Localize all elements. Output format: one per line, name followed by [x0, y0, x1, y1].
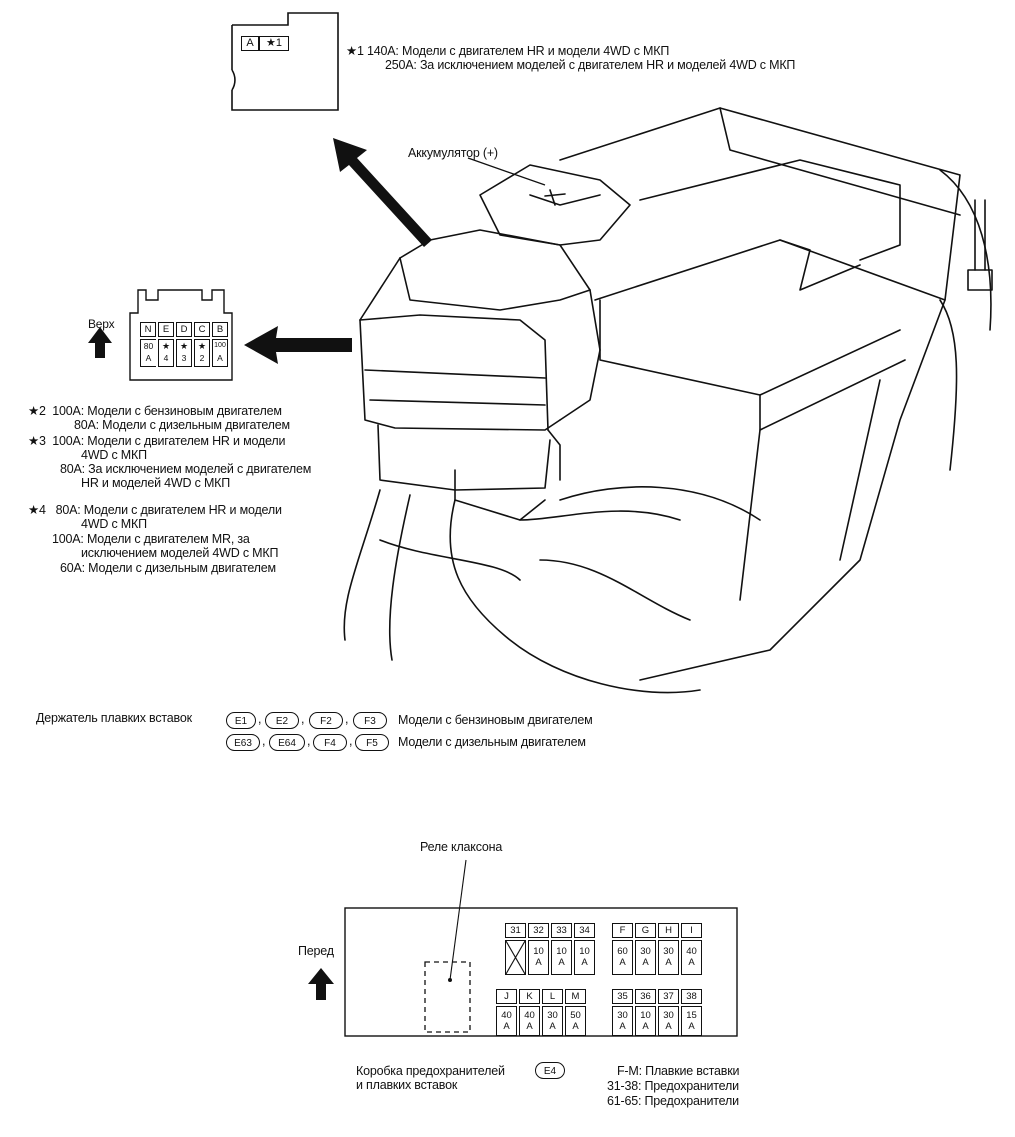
note-line: исключением моделей 4WD с МКП	[81, 546, 279, 560]
fuse-value: 30 A	[542, 1006, 563, 1036]
fuse-box-caption-line2: и плавких вставок	[356, 1078, 458, 1092]
horn-relay-label: Реле клаксона	[420, 840, 503, 854]
side-connector-value: 100 A	[212, 339, 228, 367]
fuse-header: J	[496, 989, 517, 1004]
fuse-value: 40 A	[519, 1006, 540, 1036]
comma: ,	[345, 712, 349, 726]
side-connector-header: C	[194, 322, 210, 337]
comma: ,	[301, 712, 305, 726]
empty-slot-cross-icon	[506, 941, 525, 974]
note-star1-line2: 250A: За исключением моделей с двигателе…	[385, 58, 796, 72]
fuse-value: 40 A	[681, 940, 702, 975]
fuse-header: 34	[574, 923, 595, 938]
fuse-header: 35	[612, 989, 633, 1004]
fuse-holder-row2-text: Модели с дизельным двигателем	[398, 735, 586, 749]
fuse-value: 10 A	[528, 940, 549, 975]
fuse-box-code: E4	[535, 1062, 565, 1079]
side-connector-value-top: 100	[214, 342, 226, 349]
fuse-value: 10 A	[635, 1006, 656, 1036]
fuse-holder-code: F5	[355, 734, 389, 751]
side-connector-value-bottom: 2	[199, 353, 205, 363]
fuse-value: 30 A	[658, 940, 679, 975]
fuse-value: 60 A	[612, 940, 633, 975]
side-connector-header: D	[176, 322, 192, 337]
note-line: HR и моделей 4WD с МКП	[81, 476, 231, 490]
fuse-value: 30 A	[658, 1006, 679, 1036]
fuse-header: K	[519, 989, 540, 1004]
fuse-holder-code: F3	[353, 712, 387, 729]
note-line: 4WD с МКП	[81, 517, 147, 531]
side-connector-header: B	[212, 322, 228, 337]
side-connector-value-top: ★	[161, 341, 171, 351]
fuse-value: 10 A	[551, 940, 572, 975]
fuse-value: 30 A	[635, 940, 656, 975]
connector-label-a: A	[241, 36, 259, 51]
fuse-value: 10 A	[574, 940, 595, 975]
side-connector-value-top: ★	[179, 341, 189, 351]
note-line: 4WD с МКП	[81, 448, 147, 462]
side-connector-value: ★ 3	[176, 339, 192, 367]
fuse-header: 33	[551, 923, 572, 938]
note-line: 60A: Модели с дизельным двигателем	[60, 561, 276, 575]
fuse-holder-row1-text: Модели с бензиновым двигателем	[398, 713, 593, 727]
fuse-header: 32	[528, 923, 549, 938]
side-connector-value-top: ★	[197, 341, 207, 351]
fuse-value: 40 A	[496, 1006, 517, 1036]
fuse-value: 50 A	[565, 1006, 586, 1036]
fuse-header: F	[612, 923, 633, 938]
side-connector-header: E	[158, 322, 174, 337]
side-connector-value: ★ 2	[194, 339, 210, 367]
side-connector-header: N	[140, 322, 156, 337]
connector-label-star1: ★1	[259, 36, 289, 51]
note-star1-line1: ★1 140A: Модели с двигателем HR и модели…	[346, 44, 670, 58]
fuse-header: 31	[505, 923, 526, 938]
fuse-box-caption-line1: Коробка предохранителей	[356, 1064, 505, 1078]
note-star3: ★3 100A: Модели с двигателем HR и модели	[28, 434, 286, 448]
fuse-header: M	[565, 989, 586, 1004]
fuse-box-legend-line2: 31-38: Предохранители	[607, 1079, 739, 1093]
side-connector-value-bottom: A	[217, 353, 223, 363]
battery-label: Аккумулятор (+)	[408, 146, 498, 160]
comma: ,	[307, 734, 311, 748]
note-line: 80A: Модели с дизельным двигателем	[74, 418, 290, 432]
fuse-holder-code: E64	[269, 734, 305, 751]
fuse-box-legend-line1: F-M: Плавкие вставки	[617, 1064, 740, 1078]
fuse-value: 30 A	[612, 1006, 633, 1036]
side-connector-value-bottom: 4	[163, 353, 169, 363]
fuse-header: I	[681, 923, 702, 938]
fuse-header: G	[635, 923, 656, 938]
fuse-header: H	[658, 923, 679, 938]
up-label: Верх	[88, 317, 115, 331]
note-star4: ★4 80A: Модели с двигателем HR и модели	[28, 503, 282, 517]
fuse-holder-code: F2	[309, 712, 343, 729]
fuse-holder-code: E63	[226, 734, 260, 751]
fuse-value: 15 A	[681, 1006, 702, 1036]
fuse-header: 38	[681, 989, 702, 1004]
front-label: Перед	[298, 944, 334, 958]
side-connector-value: ★ 4	[158, 339, 174, 367]
side-connector-value-bottom: A	[145, 353, 152, 363]
fuse-header: L	[542, 989, 563, 1004]
fuse-holder-code: E2	[265, 712, 299, 729]
fuse-header: 37	[658, 989, 679, 1004]
fuse-holder-title: Держатель плавких вставок	[36, 711, 192, 725]
comma: ,	[258, 712, 262, 726]
note-star2: ★2 100A: Модели с бензиновым двигателем	[28, 404, 282, 418]
note-line: 100A: Модели с двигателем MR, за	[52, 532, 250, 546]
comma: ,	[349, 734, 353, 748]
fuse-slot-empty	[505, 940, 526, 975]
comma: ,	[262, 734, 266, 748]
note-line: 80A: За исключением моделей с двигателем	[60, 462, 312, 476]
fuse-holder-code: E1	[226, 712, 256, 729]
side-connector-value: 80 A	[140, 339, 156, 367]
fuse-header: 36	[635, 989, 656, 1004]
fuse-holder-code: F4	[313, 734, 347, 751]
side-connector-value-bottom: 3	[181, 353, 187, 363]
fuse-box-legend-line3: 61-65: Предохранители	[607, 1094, 739, 1108]
side-connector-value-top: 80	[143, 341, 154, 351]
